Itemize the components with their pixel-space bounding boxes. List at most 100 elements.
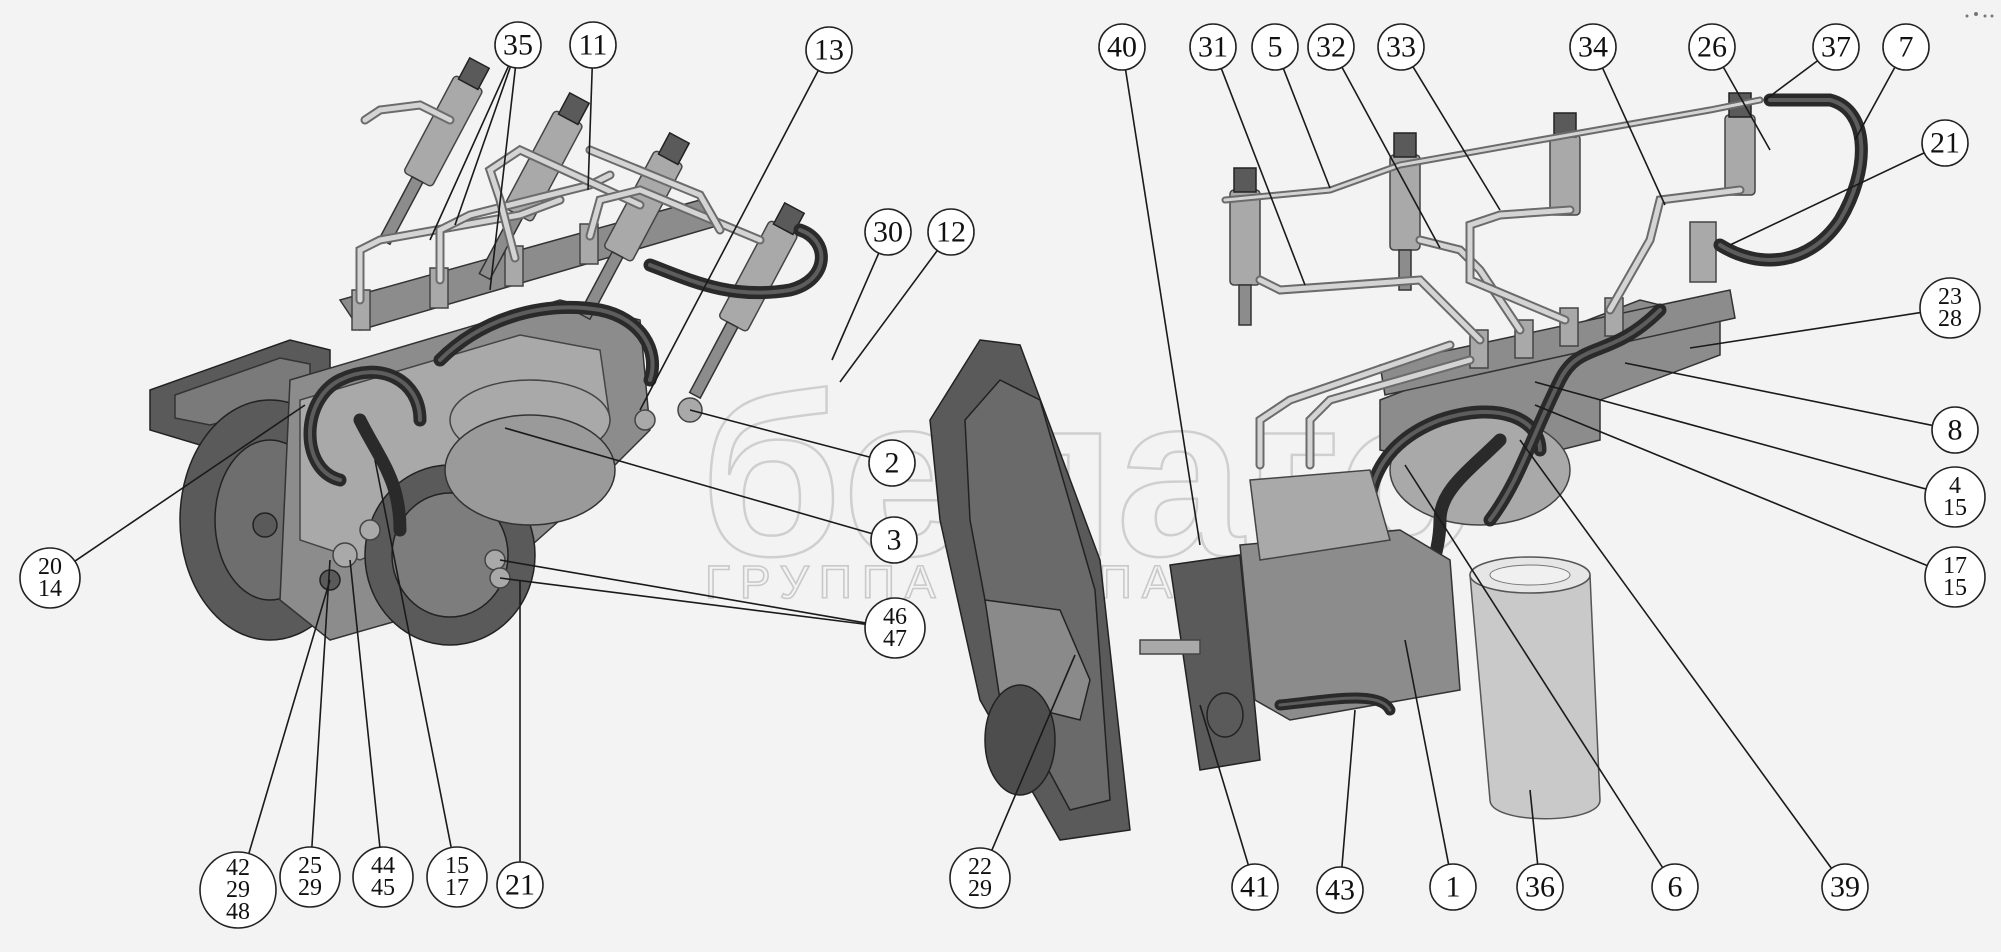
leader-line-c36 [1529,789,1539,865]
callout-label: 26 [1697,31,1727,64]
callout-c41: 41 [1231,863,1279,911]
callout-c33: 33 [1377,23,1425,71]
callout-label: 2 [885,447,900,480]
leader-line-c22 [991,654,1076,851]
fuel-filter-canister [1469,559,1601,820]
callout-c6: 6 [1651,863,1699,911]
callout-label: 29 [226,877,250,903]
callout-bubble [870,516,918,564]
callout-c35: 35 [494,21,542,69]
callout-label: 41 [1240,871,1270,904]
fuel-filter-thread [1489,564,1571,586]
callout-c12: 12 [927,208,975,256]
callout-bubble [949,847,1011,909]
callout-label: 17 [1943,553,1967,579]
callout-label: 35 [503,29,533,62]
callout-c3: 3 [870,516,918,564]
callout-bubble [927,208,975,256]
callout-label: 46 [883,604,907,630]
callout-label: 22 [968,854,992,880]
callout-c21b: 21 [1921,119,1969,167]
callout-label: 7 [1899,31,1914,64]
callout-bubble [1377,23,1425,71]
callout-bubble [864,597,926,659]
callout-label: 31 [1198,31,1228,64]
callout-c37: 37 [1812,23,1860,71]
leader-line-c35 [489,67,517,291]
callout-bubble [426,846,488,908]
callout-bubble [1651,863,1699,911]
callout-label: 21 [1930,127,1960,160]
callout-c13: 13 [805,26,853,74]
callout-bubble [1924,466,1986,528]
leader-line-c43 [1341,709,1356,868]
right-pump-sensor [1206,692,1244,738]
callout-label: 47 [883,626,907,652]
callout-label: 14 [38,576,62,602]
callout-label: 1 [1446,871,1461,904]
callout-label: 43 [1325,874,1355,907]
callout-label: 25 [298,853,322,879]
callout-label: 37 [1821,31,1851,64]
callout-label: 15 [1943,575,1967,601]
leader-line-c35 [454,66,512,226]
callout-bubble [1189,23,1237,71]
leader-line-c21b [1729,152,1925,246]
leader-line-c5 [1282,68,1331,189]
leader-line-c1 [1404,639,1450,865]
callout-c5: 5 [1251,23,1299,71]
callout-bubble [279,846,341,908]
gear-housing [929,339,1131,841]
callout-bubble [569,21,617,69]
left-filter-body [444,414,616,526]
callout-bubble [1307,23,1355,71]
leader-line-c44 [349,559,381,848]
callout-label: 29 [968,876,992,902]
leader-line-c6 [1404,464,1664,869]
leader-line-c39 [1519,439,1833,869]
callout-label: 11 [579,29,608,62]
callout-c31: 31 [1189,23,1237,71]
callout-bubble [352,846,414,908]
callout-label: 44 [371,853,395,879]
callout-c2: 2 [868,439,916,487]
left-small-fittings [252,397,703,591]
callout-bubble [1688,23,1736,71]
callout-c32: 32 [1307,23,1355,71]
callout-label: 45 [371,875,395,901]
callout-c4: 415 [1924,466,1986,528]
callout-label: 29 [298,875,322,901]
right-pump-head [1249,469,1391,561]
callout-c26: 26 [1688,23,1736,71]
leader-line-c11 [587,67,594,191]
callout-c34: 34 [1569,23,1617,71]
callout-c43: 43 [1316,866,1364,914]
callout-label: 48 [226,899,250,925]
callout-label: 3 [887,524,902,557]
callout-bubble [1251,23,1299,71]
leader-line-c8 [1624,362,1933,427]
leader-line-c2 [689,409,870,458]
callout-bubble [868,439,916,487]
callout-label: 17 [445,875,469,901]
right-assembly [1139,92,1868,820]
callout-bubble [1821,863,1869,911]
callout-c39: 39 [1821,863,1869,911]
left-gear-cover [391,492,509,618]
callout-label: 36 [1525,871,1555,904]
callout-bubble [864,208,912,256]
leader-line-c40 [1124,69,1201,546]
callout-c11: 11 [569,21,617,69]
leader-line-c46 [499,559,866,624]
callout-label: 15 [445,853,469,879]
callout-label: 30 [873,216,903,249]
left-hoses [303,223,828,537]
callout-bubble [1919,277,1981,339]
